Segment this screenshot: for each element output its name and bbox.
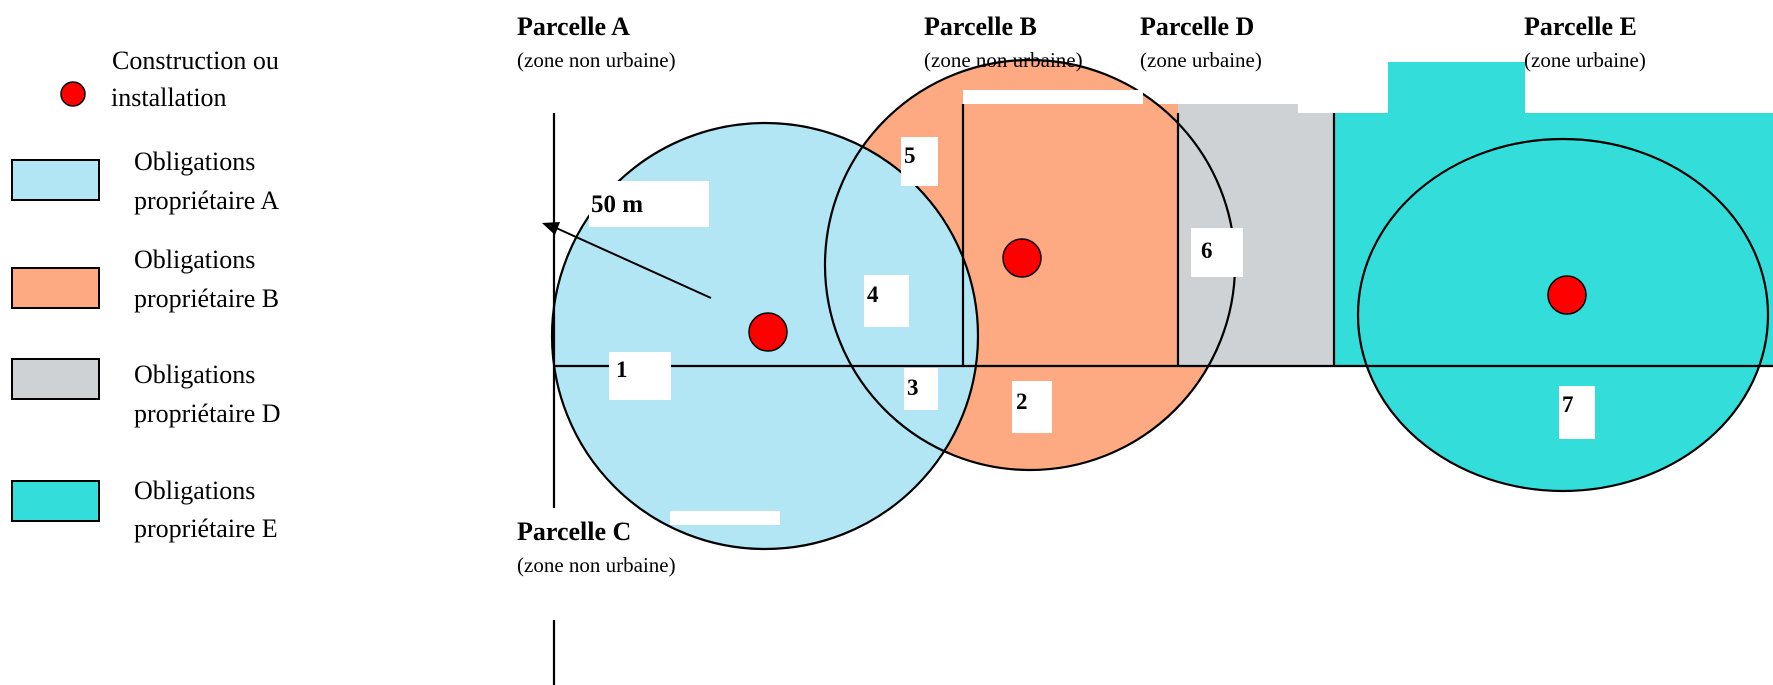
legend-construction-line2: installation bbox=[111, 83, 227, 112]
mask-top-b bbox=[963, 90, 1143, 104]
zone-labels: 1 2 3 4 5 6 7 bbox=[609, 137, 1595, 439]
parcel-a-zone: (zone non urbaine) bbox=[517, 48, 676, 72]
construction-marker-icon bbox=[60, 81, 86, 107]
legend-owner-e-line1: Obligations bbox=[134, 476, 255, 505]
owner-e-circle bbox=[1358, 139, 1768, 491]
white-masks bbox=[589, 62, 1773, 525]
scale-arrow-head-icon bbox=[542, 222, 560, 235]
map-fills bbox=[552, 60, 1773, 549]
mask-scale bbox=[589, 181, 709, 227]
legend-swatch-owner-d bbox=[11, 358, 100, 400]
parcel-c-title: Parcelle C bbox=[517, 517, 631, 546]
owner-b-parcel bbox=[963, 104, 1179, 366]
scale-arrow-line bbox=[553, 226, 712, 299]
scale-arrow: 50 m bbox=[542, 191, 712, 299]
legend-swatch-owner-e bbox=[11, 480, 100, 522]
legend-owner-d-line1: Obligations bbox=[134, 360, 255, 389]
parcel-b-zone: (zone non urbaine) bbox=[924, 48, 1083, 72]
parcel-d-title: Parcelle D bbox=[1140, 12, 1254, 41]
owner-a-circle-outline bbox=[550, 121, 980, 551]
owner-e-notch bbox=[1388, 62, 1525, 114]
construction-a-icon bbox=[748, 312, 788, 352]
legend-owner-e-line2: propriétaire E bbox=[134, 514, 278, 543]
owner-e-circle-outline bbox=[1356, 137, 1770, 493]
construction-b-icon bbox=[1002, 238, 1042, 278]
legend-construction-line1: Construction ou bbox=[112, 46, 279, 75]
constructions bbox=[748, 238, 1587, 352]
legend-owner-a-line1: Obligations bbox=[134, 147, 255, 176]
legend: Construction ou installation Obligations… bbox=[11, 46, 281, 543]
zone-1-label: 1 bbox=[616, 357, 628, 382]
scale-label: 50 m bbox=[591, 191, 643, 218]
legend-swatch-owner-a bbox=[11, 159, 100, 201]
map-lines bbox=[550, 58, 1773, 685]
legend-swatch-owner-b bbox=[11, 267, 100, 309]
legend-owner-b-line2: propriétaire B bbox=[134, 284, 279, 313]
parcel-a-title: Parcelle A bbox=[517, 12, 630, 41]
parcel-e-title: Parcelle E bbox=[1524, 12, 1637, 41]
zone-4-label: 4 bbox=[867, 282, 879, 307]
zone-5-label: 5 bbox=[904, 143, 916, 168]
mask-bottom-c bbox=[670, 511, 780, 525]
zone-2-label: 2 bbox=[1016, 389, 1028, 414]
zone-3-label: 3 bbox=[907, 375, 919, 400]
parcel-b-title: Parcelle B bbox=[924, 12, 1037, 41]
mask-top-e bbox=[1525, 62, 1773, 113]
zone-6-label: 6 bbox=[1201, 238, 1213, 263]
legend-owner-b-line1: Obligations bbox=[134, 245, 255, 274]
zone-7-label: 7 bbox=[1562, 392, 1574, 417]
parcel-d-zone: (zone urbaine) bbox=[1140, 48, 1262, 72]
legend-owner-a-line2: propriétaire A bbox=[134, 186, 279, 215]
legend-owner-d-line2: propriétaire D bbox=[134, 399, 281, 428]
construction-e-icon bbox=[1547, 275, 1587, 315]
parcel-e-zone: (zone urbaine) bbox=[1524, 48, 1646, 72]
parcel-c-zone: (zone non urbaine) bbox=[517, 553, 676, 577]
parcel-titles: Parcelle A (zone non urbaine) Parcelle B… bbox=[517, 12, 1646, 577]
